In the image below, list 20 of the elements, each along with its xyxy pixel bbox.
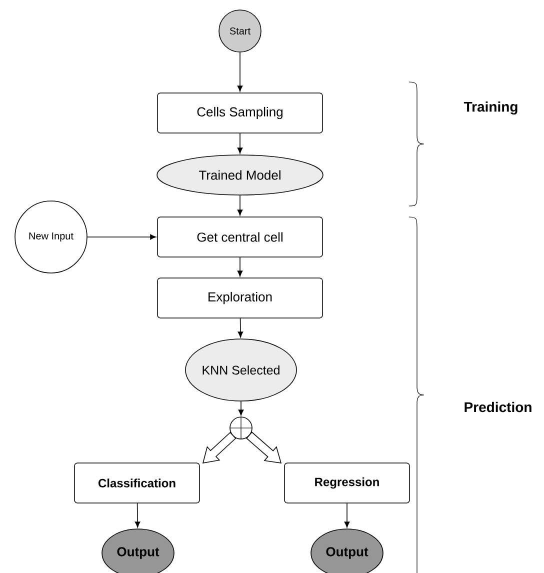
process-box: Exploration: [157, 278, 323, 318]
arrow: [238, 318, 244, 338]
process-box: Get central cell: [157, 216, 323, 258]
process-box: Regression: [284, 462, 410, 504]
arrow: [237, 257, 243, 277]
section-label: Training: [464, 101, 518, 115]
ellipse-node: Trained Model: [156, 154, 324, 196]
arrow: [238, 401, 244, 416]
arrow: [237, 195, 243, 216]
arrow: [134, 503, 140, 528]
arrow: [344, 503, 350, 528]
arrow: [237, 133, 243, 154]
process-box: Cells Sampling: [157, 92, 323, 134]
arrow: [237, 52, 243, 92]
block-arrow: [246, 432, 282, 464]
section-label: Prediction: [464, 402, 532, 412]
ellipse-node: KNN Selected: [185, 338, 297, 402]
process-box: Classification: [74, 462, 200, 504]
junction-symbol: [229, 416, 253, 440]
arrow: [87, 234, 156, 240]
